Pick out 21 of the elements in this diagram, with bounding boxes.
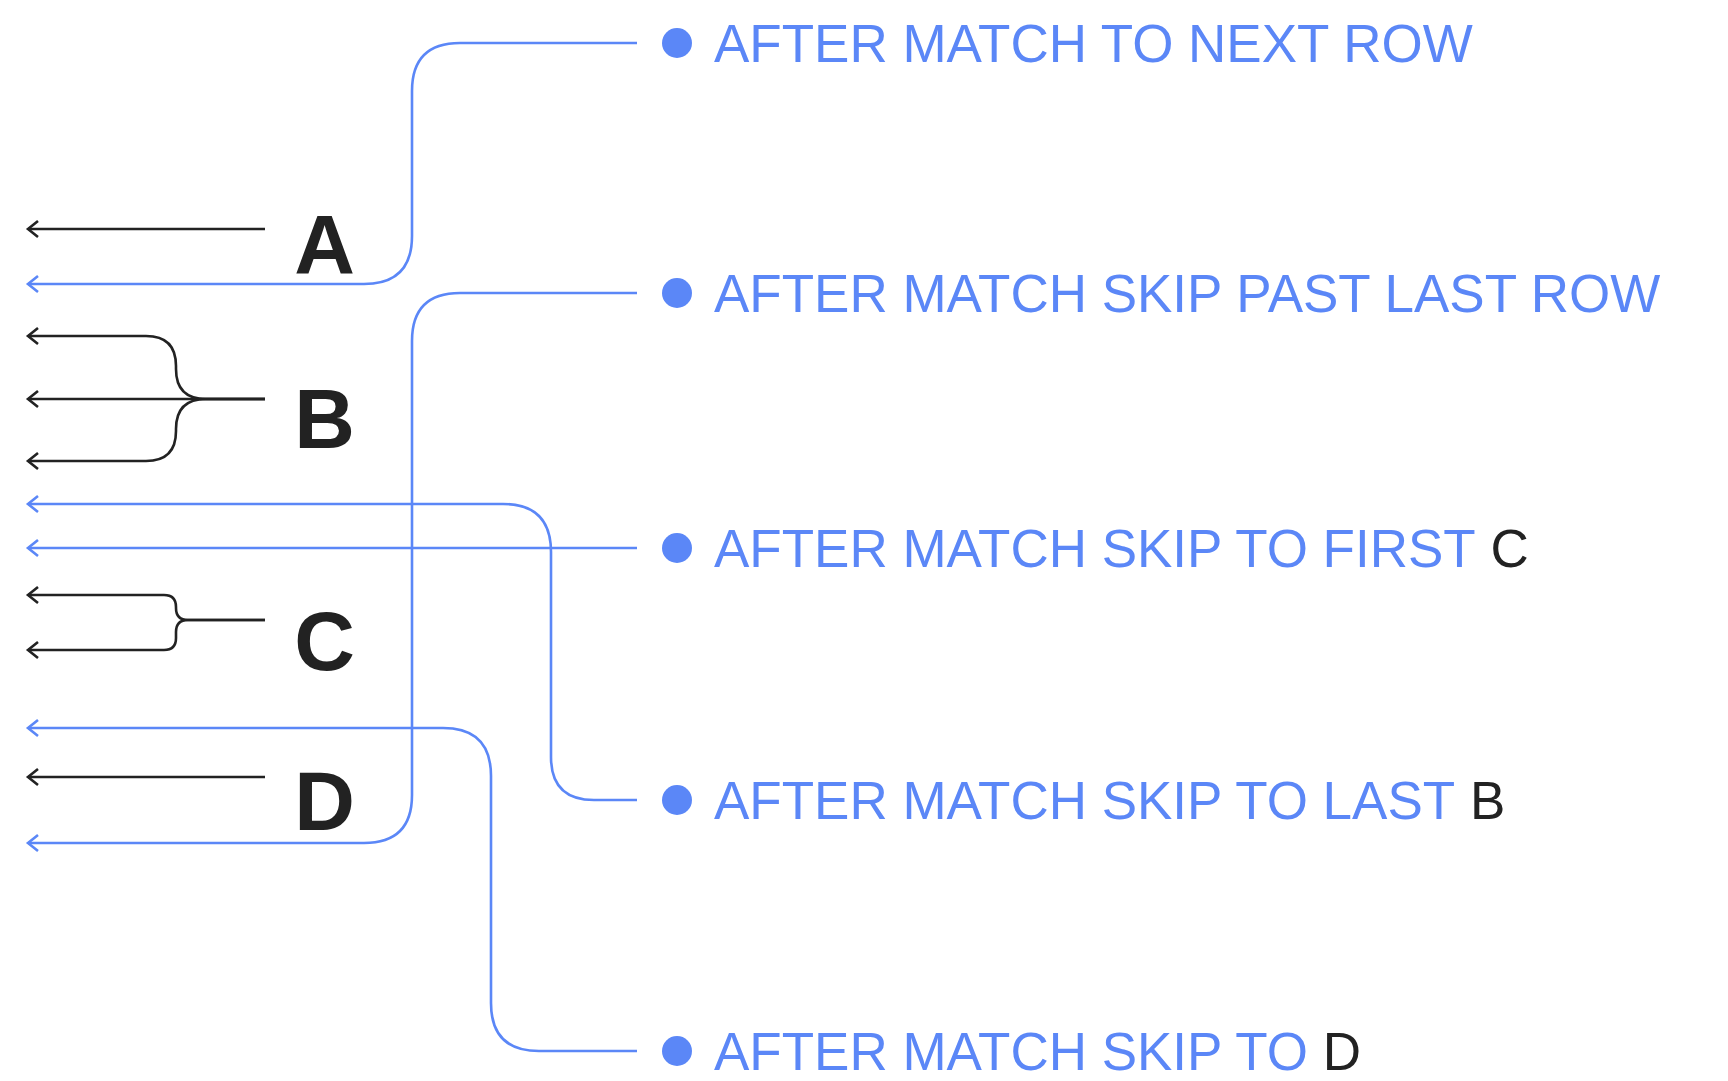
arrow bbox=[26, 494, 637, 802]
arrow bbox=[26, 618, 265, 660]
variable-name: D bbox=[1322, 1024, 1361, 1078]
option-label: AFTER MATCH SKIP TO bbox=[714, 1024, 1308, 1078]
group-letter: B bbox=[294, 377, 355, 461]
option-label: AFTER MATCH SKIP TO FIRST bbox=[714, 521, 1476, 575]
option-label: AFTER MATCH TO NEXT ROW bbox=[714, 16, 1473, 70]
group-letter: D bbox=[294, 759, 355, 843]
arrow bbox=[26, 538, 637, 558]
variable-name: C bbox=[1490, 521, 1529, 575]
arrow bbox=[26, 41, 637, 294]
option-label: AFTER MATCH SKIP TO LAST bbox=[714, 773, 1456, 827]
arrow bbox=[26, 397, 265, 471]
arrow bbox=[26, 219, 265, 239]
group-letter: A bbox=[294, 203, 355, 287]
arrow bbox=[26, 767, 265, 787]
group-letter: C bbox=[294, 599, 355, 683]
variable-name: B bbox=[1470, 773, 1506, 827]
arrow bbox=[26, 718, 637, 1053]
option-label: AFTER MATCH SKIP PAST LAST ROW bbox=[714, 266, 1661, 320]
arrow bbox=[26, 291, 637, 853]
